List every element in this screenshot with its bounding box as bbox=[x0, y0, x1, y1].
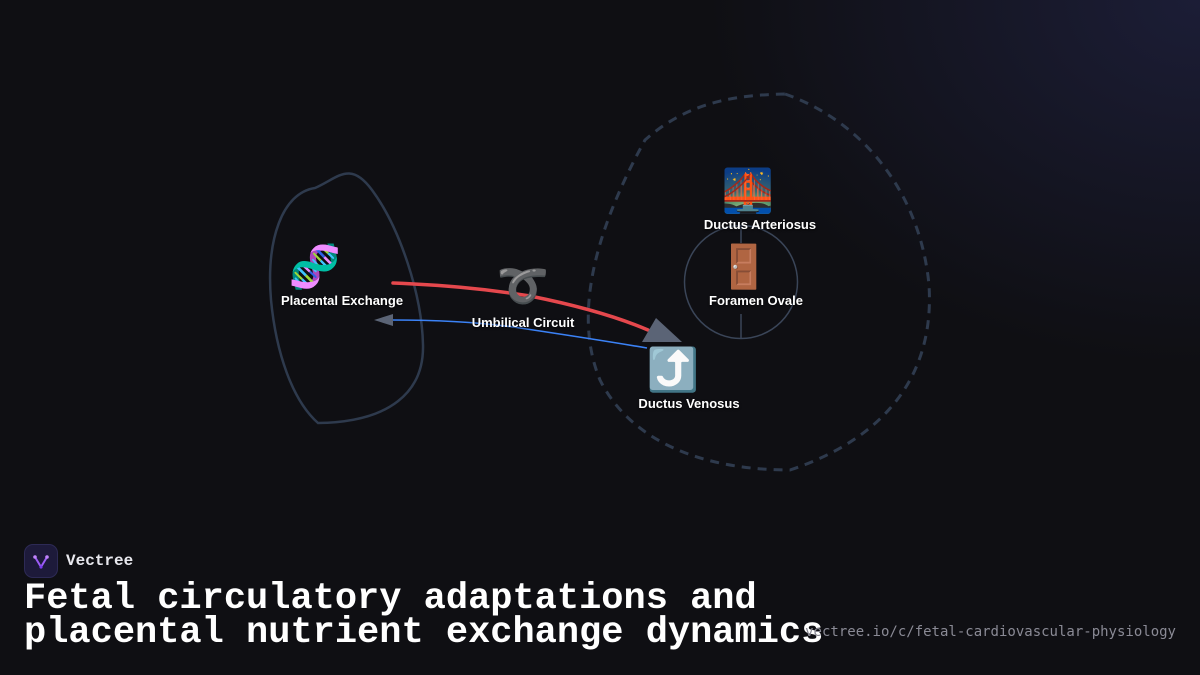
loop-icon: ➰ bbox=[496, 261, 550, 310]
node-label: Umbilical Circuit bbox=[471, 315, 575, 330]
dna-icon: 🧬 bbox=[288, 242, 342, 291]
door-icon: 🚪 bbox=[717, 242, 771, 291]
node-label: Ductus Arteriosus bbox=[703, 217, 817, 232]
deoxygenated-flow-line bbox=[391, 319, 648, 349]
oxygenated-flow-line bbox=[391, 281, 650, 332]
bridge-icon: 🌉 bbox=[721, 166, 775, 215]
deoxygenated-flow-arrowhead bbox=[374, 314, 393, 326]
node-placental-exchange[interactable]: 🧬 Placental Exchange bbox=[227, 242, 404, 309]
oxygenated-flow-arrowhead bbox=[642, 318, 682, 342]
brand-name: Vectree bbox=[66, 552, 134, 570]
node-ductus-venosus[interactable]: ⤴️ Ductus Venosus bbox=[606, 345, 740, 412]
node-foramen-ovale[interactable]: 🚪 Foramen Ovale bbox=[685, 242, 803, 309]
vectree-logo-icon bbox=[24, 544, 58, 578]
node-ductus-arteriosus[interactable]: 🌉 Ductus Arteriosus bbox=[680, 166, 817, 233]
heart-region-outline bbox=[683, 224, 799, 340]
node-label: Placental Exchange bbox=[280, 293, 404, 308]
node-label: Ductus Venosus bbox=[638, 396, 740, 411]
fetal-body-region-outline bbox=[586, 92, 931, 472]
node-umbilical-circuit[interactable]: ➰ Umbilical Circuit bbox=[471, 261, 575, 331]
page-title: Fetal circulatory adaptations and placen… bbox=[24, 578, 824, 654]
source-url[interactable]: vectree.io/c/fetal-cardiovascular-physio… bbox=[805, 624, 1176, 640]
brand: Vectree bbox=[24, 544, 133, 578]
node-label: Foramen Ovale bbox=[709, 293, 803, 308]
placenta-region-outline bbox=[268, 172, 425, 425]
up-arrow-icon: ⤴️ bbox=[646, 345, 700, 394]
